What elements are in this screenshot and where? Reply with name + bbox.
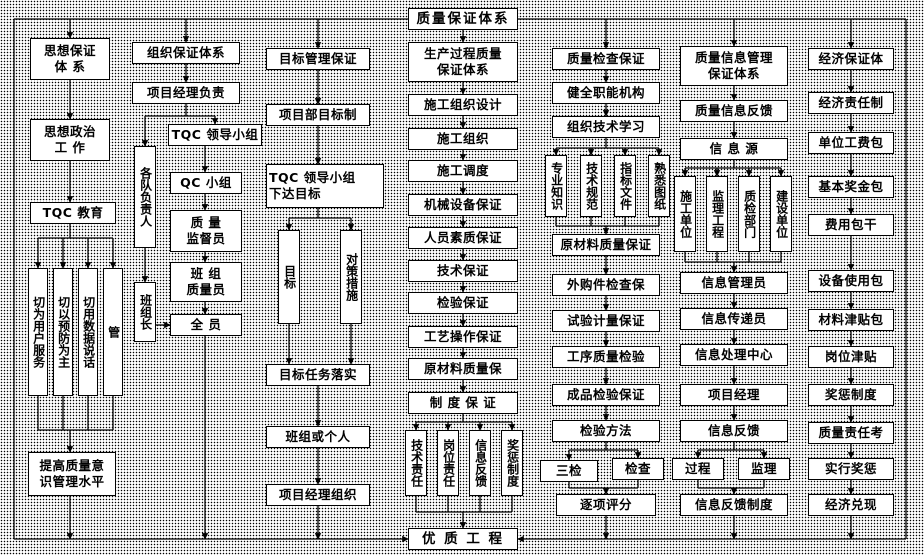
col6-item: 信息处理中心 [680,344,788,366]
col6-process: 过程 [672,458,724,480]
col3-team: 班组或个人 [266,426,370,448]
col2-teams: 各队负责人 [134,146,156,248]
col5-org: 健全职能机构 [552,82,660,104]
col3-dept: 项目部目标制 [266,104,370,126]
result-box: 优 质 工 程 [408,528,518,550]
col4-sub: 奖惩制度 [501,430,523,496]
col7-item: 费用包干 [808,214,894,236]
col6-head: 质量信息管理 保证体系 [680,46,788,86]
col5-three: 三检 [540,460,598,482]
title-box: 质量保证体系 [408,8,518,30]
col1-tqc: TQC 教育 [30,202,116,224]
col2-all: 全 员 [170,314,242,336]
col5-item: 外购件检查保 [552,274,660,296]
col1-result: 提高质量意 识管理水平 [28,452,116,496]
col5-check: 检查 [612,458,664,480]
col5-sub: 熟悉图纸 [648,155,670,217]
col7-item: 经济兑现 [808,494,894,516]
col4-sub: 岗位责任 [437,430,459,496]
col3-implement: 目标任务落实 [266,364,370,386]
col4-item: 人员素质保证 [408,227,518,249]
col7-item: 经济责任制 [808,92,894,114]
col6-item: 信息反馈 [680,420,788,442]
col2-manager: 项目经理负责 [132,82,240,104]
col5-eval: 逐项评分 [556,494,656,516]
col7-item: 材料津贴包 [808,309,894,331]
col4-item: 检验保证 [408,292,518,314]
col7-item: 设备使用包 [808,270,894,292]
col5-item: 成品检验保证 [552,384,660,406]
col3-org: 项目经理组织 [266,484,370,506]
col4-item: 施工组织 [408,128,518,150]
col6-sub: 质检部门 [738,176,760,252]
col1-item: 管 [103,268,123,396]
col6-source: 信 息 源 [680,138,788,160]
col6-sub: 建设单位 [770,176,792,252]
col1-item: 切为用户服务 [28,268,48,396]
col6-system: 信息反馈制度 [680,494,788,516]
col4-system: 制 度 保 证 [408,392,518,414]
col6-sub: 施工单位 [674,176,696,252]
col1-item: 切以预防为主 [53,268,73,396]
col7-item: 基本奖金包 [808,176,894,198]
col4-sub: 技术责任 [405,430,427,496]
col2-team-leader: 班组长 [134,282,156,342]
col5-study: 组织技术学习 [552,116,660,138]
col2-head: 组织保证体系 [132,42,240,64]
col4-item: 工艺操作保证 [408,326,518,348]
col6-feedback: 质量信息反馈 [680,100,788,122]
col2-tqc-group: TQC 领导小组 [168,124,262,146]
col7-item: 实行奖惩 [808,458,894,480]
col7-item: 奖惩制度 [808,384,894,406]
col6-item: 项目经理 [680,384,788,406]
col6-sub: 监理工程 [706,176,728,252]
col6-supervise: 监理 [738,458,790,480]
col7-head: 经济保证体 [808,48,894,70]
col4-item: 施工调度 [408,160,518,182]
col4-item: 原材料质量保 [408,358,518,380]
col2-team-qc: 班 组 质量员 [170,262,242,302]
col3-tqc-goal: TQC 领导小组 下达目标 [266,164,384,208]
col5-item: 原材料质量保证 [552,234,660,256]
col2-qc: QC 小组 [170,172,242,194]
col5-sub: 专业知识 [545,155,567,217]
col7-item: 质量责任考 [808,422,894,444]
col5-item: 检验方法 [552,420,660,442]
col1-item: 切用数据说话 [78,268,98,396]
col6-item: 信息管理员 [680,272,788,294]
col3-measures: 对策措施 [340,230,362,324]
col2-inspector: 质 量 监督员 [170,210,242,252]
col3-goal: 目标 [278,230,300,324]
col5-sub: 指标文件 [614,155,636,217]
col4-item: 机械设备保证 [408,194,518,216]
col4-item: 技术保证 [408,260,518,282]
col5-sub: 技术规范 [580,155,602,217]
col7-item: 单位工费包 [808,132,894,154]
col4-item: 施工组织设计 [408,94,518,116]
col5-item: 试验计量保证 [552,310,660,332]
col5-item: 工序质量检验 [552,346,660,368]
col7-item: 岗位津贴 [808,346,894,368]
col5-head: 质量检查保证 [552,48,660,70]
col4-sub: 信息反馈 [469,430,491,496]
col1-thought: 思想保证 体 系 [30,38,110,80]
col6-item: 信息传递员 [680,308,788,330]
col3-head: 目标管理保证 [266,48,370,70]
col1-politics: 思想政治 工 作 [30,119,110,161]
col4-head: 生产过程质量 保证体系 [408,42,518,82]
